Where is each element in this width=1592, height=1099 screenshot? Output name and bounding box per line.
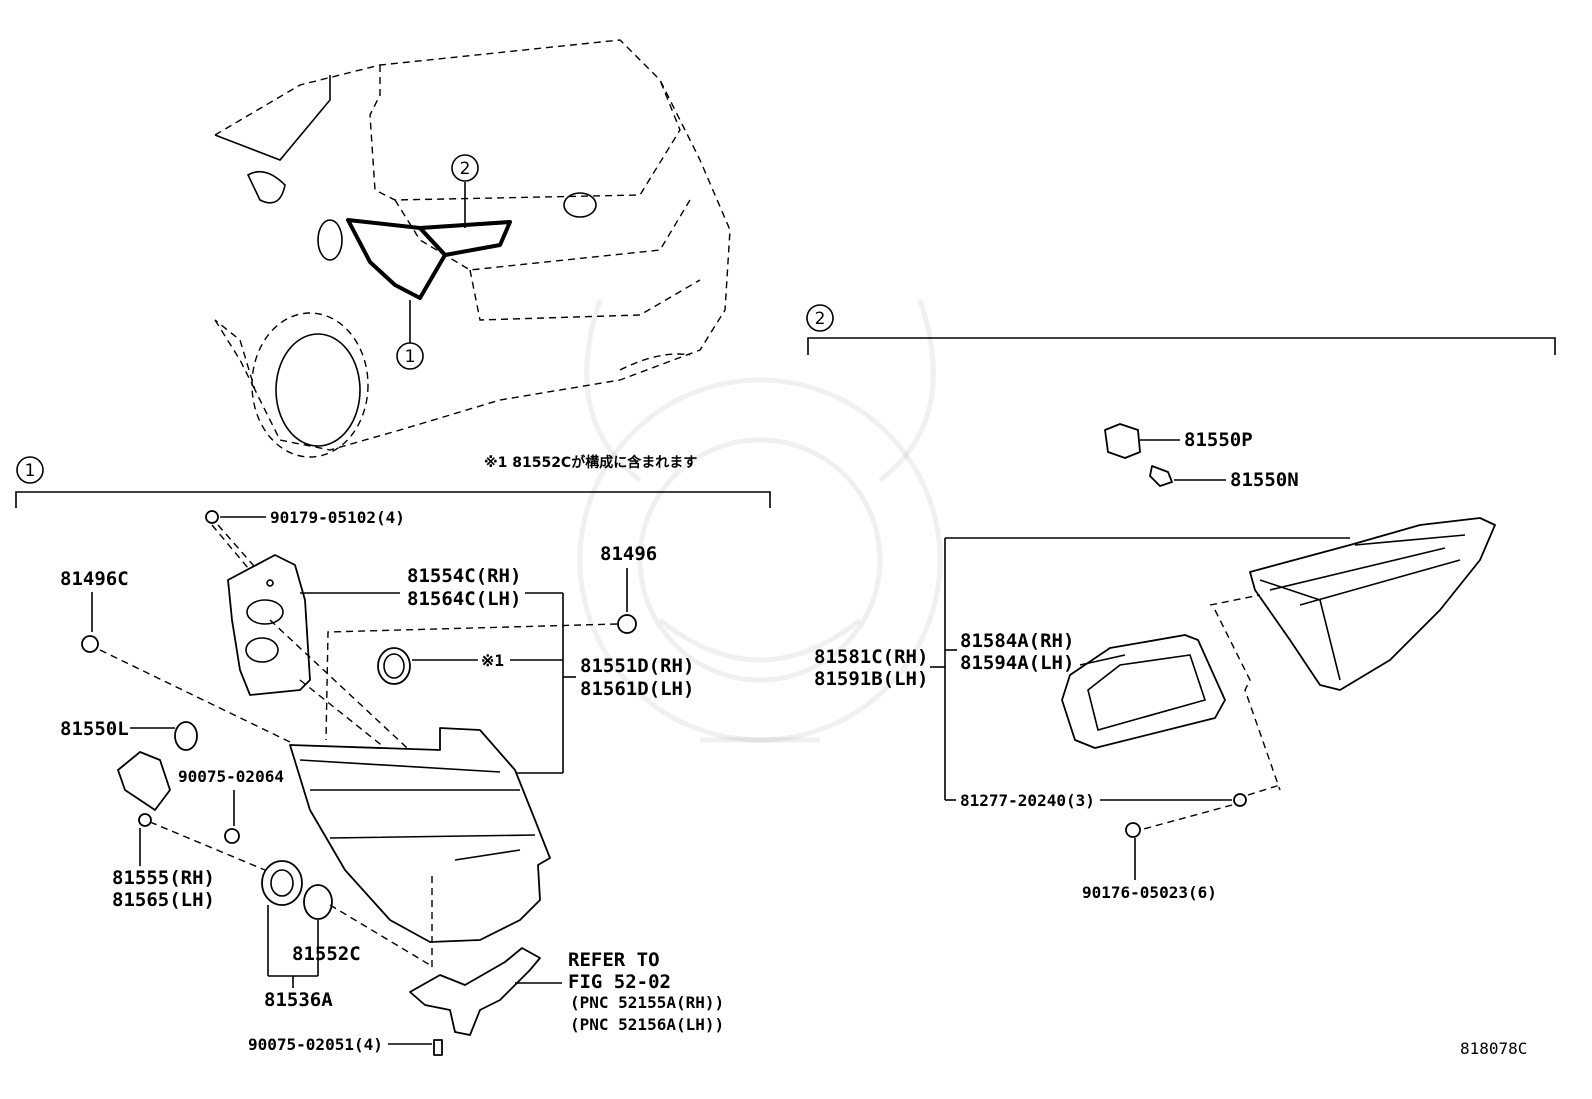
vehicle-rear-view: 2 1 bbox=[214, 39, 731, 458]
label-pnc-52155a: (PNC 52155A(RH)) bbox=[570, 993, 724, 1012]
label-refer-to: REFER TO bbox=[568, 949, 660, 971]
outer-lamp-highlight bbox=[346, 218, 447, 300]
label-81564c-lh: 81564C(LH) bbox=[407, 588, 521, 610]
gasket-81552c bbox=[303, 884, 333, 920]
section-1-circle bbox=[16, 456, 44, 484]
screw-90075-02064 bbox=[224, 828, 240, 844]
nut-90176 bbox=[1125, 822, 1141, 838]
label-90179-05102: 90179-05102(4) bbox=[270, 508, 405, 527]
wire-harness bbox=[409, 947, 541, 1036]
callout-2-label: 2 bbox=[460, 159, 471, 179]
label-81565-lh: 81565(LH) bbox=[112, 889, 215, 911]
label-81555-rh: 81555(RH) bbox=[112, 867, 215, 889]
label-81496c: 81496C bbox=[60, 568, 129, 590]
callout-1-label: 1 bbox=[405, 347, 416, 367]
callout-circle-1 bbox=[396, 342, 424, 370]
label-90075-02051: 90075-02051(4) bbox=[248, 1035, 383, 1054]
nut-90179 bbox=[205, 510, 219, 524]
gasket-81584a bbox=[1061, 634, 1226, 749]
label-81594a-lh: 81594A(LH) bbox=[960, 652, 1074, 674]
screw-90075-02051 bbox=[433, 1039, 443, 1056]
bulb-81550n bbox=[1149, 465, 1173, 487]
label-81536a: 81536A bbox=[264, 989, 333, 1011]
callout-circle-2 bbox=[451, 154, 479, 182]
section-1-outer-lamp: 1 90179-05102(4) 81554C(RH) 81564C(LH) 8… bbox=[15, 456, 771, 1056]
inner-lamp-highlight bbox=[418, 220, 512, 257]
label-81561d-lh: 81561D(LH) bbox=[580, 678, 694, 700]
label-90176-05023: 90176-05023(6) bbox=[1082, 883, 1217, 902]
section-1-label: 1 bbox=[25, 461, 36, 481]
label-pnc-52156a: (PNC 52156A(LH)) bbox=[570, 1015, 724, 1034]
label-81551d-rh: 81551D(RH) bbox=[580, 655, 694, 677]
socket-81550p bbox=[1104, 423, 1141, 459]
note-81552c: ※1 81552Cが構成に含まれます bbox=[484, 454, 697, 471]
label-81277-20240: 81277-20240(3) bbox=[960, 791, 1095, 810]
socket-81536a bbox=[261, 860, 303, 906]
label-81496: 81496 bbox=[600, 543, 657, 565]
inner-lamp-assembly bbox=[1249, 517, 1496, 691]
section-2-circle bbox=[806, 304, 834, 332]
label-81550l: 81550L bbox=[60, 718, 129, 740]
label-81584a-rh: 81584A(RH) bbox=[960, 630, 1074, 652]
nut-81277 bbox=[1233, 793, 1247, 807]
grommet-81496 bbox=[617, 614, 637, 634]
figure-code: 818078C bbox=[1460, 1039, 1527, 1058]
section-2-label: 2 bbox=[815, 309, 826, 329]
label-90075-02064: 90075-02064 bbox=[178, 767, 284, 786]
bulb-81550l bbox=[174, 721, 198, 751]
watermark-emblem bbox=[577, 299, 943, 743]
label-ref-1: ※1 bbox=[481, 651, 504, 670]
label-81550p: 81550P bbox=[1184, 429, 1253, 451]
section-2-inner-lamp: 2 81550P 81550N 81581C(RH) 81591B(LH) 81… bbox=[806, 304, 1556, 902]
gasket-81554c bbox=[227, 554, 311, 696]
label-fig-52-02: FIG 52-02 bbox=[568, 971, 671, 993]
ring-81551d bbox=[377, 647, 411, 685]
label-81581c-rh: 81581C(RH) bbox=[814, 646, 928, 668]
label-81550n: 81550N bbox=[1230, 469, 1299, 491]
label-81591b-lh: 81591B(LH) bbox=[814, 668, 928, 690]
label-81554c-rh: 81554C(RH) bbox=[407, 565, 521, 587]
rear-lamp-assembly bbox=[289, 727, 551, 943]
socket-81555 bbox=[117, 751, 171, 811]
clip-81496c bbox=[81, 635, 99, 653]
label-81552c: 81552C bbox=[292, 943, 361, 965]
